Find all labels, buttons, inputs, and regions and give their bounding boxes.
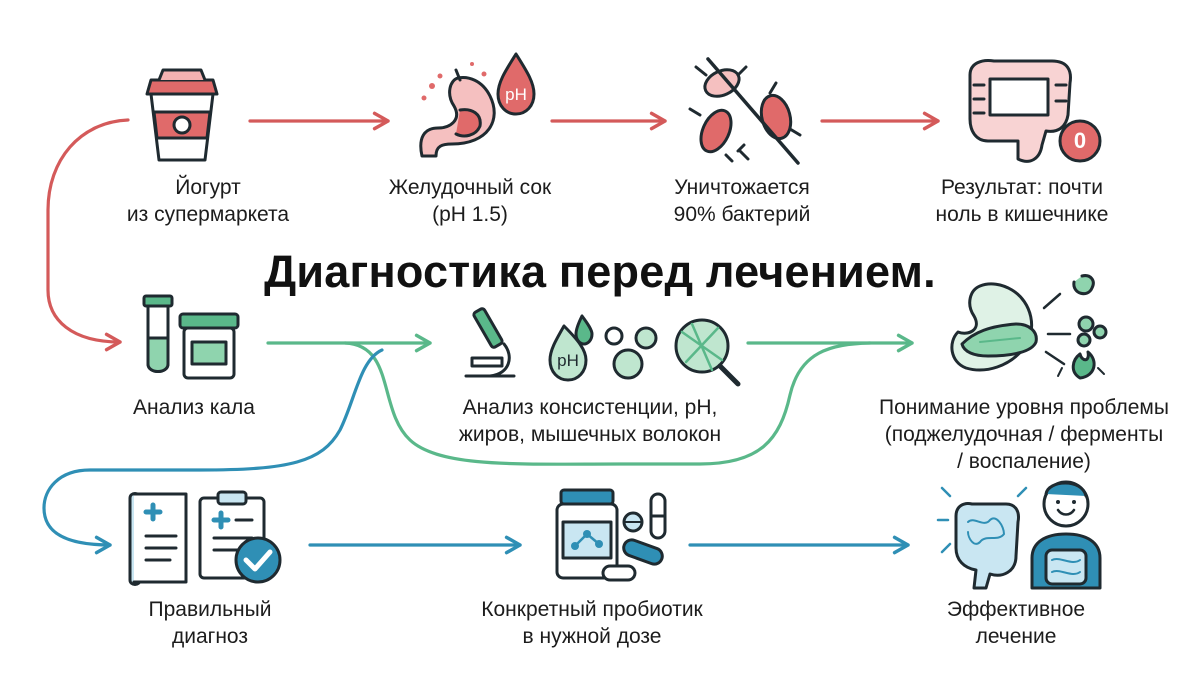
ph-drop-text: pH <box>505 85 527 104</box>
step-label-line: жиров, мышечных волокон <box>458 423 722 446</box>
step-label-line: лечение <box>975 625 1057 648</box>
step-label-line: Уничтожается <box>674 176 810 199</box>
yogurt-cup-icon <box>145 68 219 162</box>
microscope-lab-icon <box>464 307 741 387</box>
step-label-line: Конкретный пробиотик <box>481 598 703 621</box>
clipboard-check-icon <box>128 490 282 586</box>
step-label-line: в нужной дозе <box>522 625 662 648</box>
step-label-treatment: Эффективное лечение <box>947 596 1085 650</box>
crossed-bacteria-icon <box>688 57 802 165</box>
step-label-line: (поджелудочная / ферменты <box>884 423 1164 446</box>
probiotic-bottle-icon <box>555 488 667 582</box>
step-label-diagnosis: Правильный диагноз <box>149 596 272 650</box>
step-label-line: Желудочный сок <box>388 176 552 199</box>
step-label-line: 90% бактерий <box>673 203 811 226</box>
intestine-zero-icon <box>968 59 1102 163</box>
step-label-line: (pH 1.5) <box>432 203 508 226</box>
arrow-analysis-to-diagnosis <box>42 348 384 555</box>
zero-badge-text: 0 <box>1074 128 1086 153</box>
step-label-line: Результат: почти <box>940 176 1104 199</box>
stomach-ph-icon <box>419 52 536 158</box>
step-label-line: Эффективное <box>946 598 1086 621</box>
pancreas-enzymes-icon <box>950 274 1108 380</box>
step-label-line: Анализ консистенции, pH, <box>462 396 718 419</box>
step-label-yogurt: Йогурт из супермаркета <box>127 174 289 228</box>
test-tube-container-icon <box>142 294 240 380</box>
diagram-title: Диагностика перед лечением. <box>264 246 936 297</box>
step-label-result: Результат: почти ноль в кишечнике <box>936 174 1109 228</box>
arrow-yogurt-to-stool <box>46 118 130 352</box>
step-label-analysis: Анализ консистенции, pH, жиров, мышечных… <box>459 394 721 448</box>
step-label-line: Йогурт <box>175 176 241 199</box>
step-label-line: Анализ кала <box>133 396 255 419</box>
step-label-line: Понимание уровня проблемы <box>879 396 1169 419</box>
step-label-line: диагноз <box>172 625 248 648</box>
step-label-probiotic: Конкретный пробиотик в нужной дозе <box>481 596 702 650</box>
curve-analysis-loop <box>343 341 872 466</box>
step-label-gastric: Желудочный сок (pH 1.5) <box>389 174 551 228</box>
step-label-understanding: Понимание уровня проблемы (поджелудочная… <box>879 394 1169 475</box>
step-label-line: ноль в кишечнике <box>935 203 1109 226</box>
step-label-line: / воспаление) <box>957 450 1091 473</box>
step-label-destroyed: Уничтожается 90% бактерий <box>674 174 811 228</box>
step-label-stool: Анализ кала <box>133 394 255 421</box>
analysis-ph-text: pH <box>557 351 579 370</box>
step-label-line: из супермаркета <box>126 203 290 226</box>
step-label-line: Правильный <box>148 598 272 621</box>
healthy-person-icon <box>936 480 1102 590</box>
